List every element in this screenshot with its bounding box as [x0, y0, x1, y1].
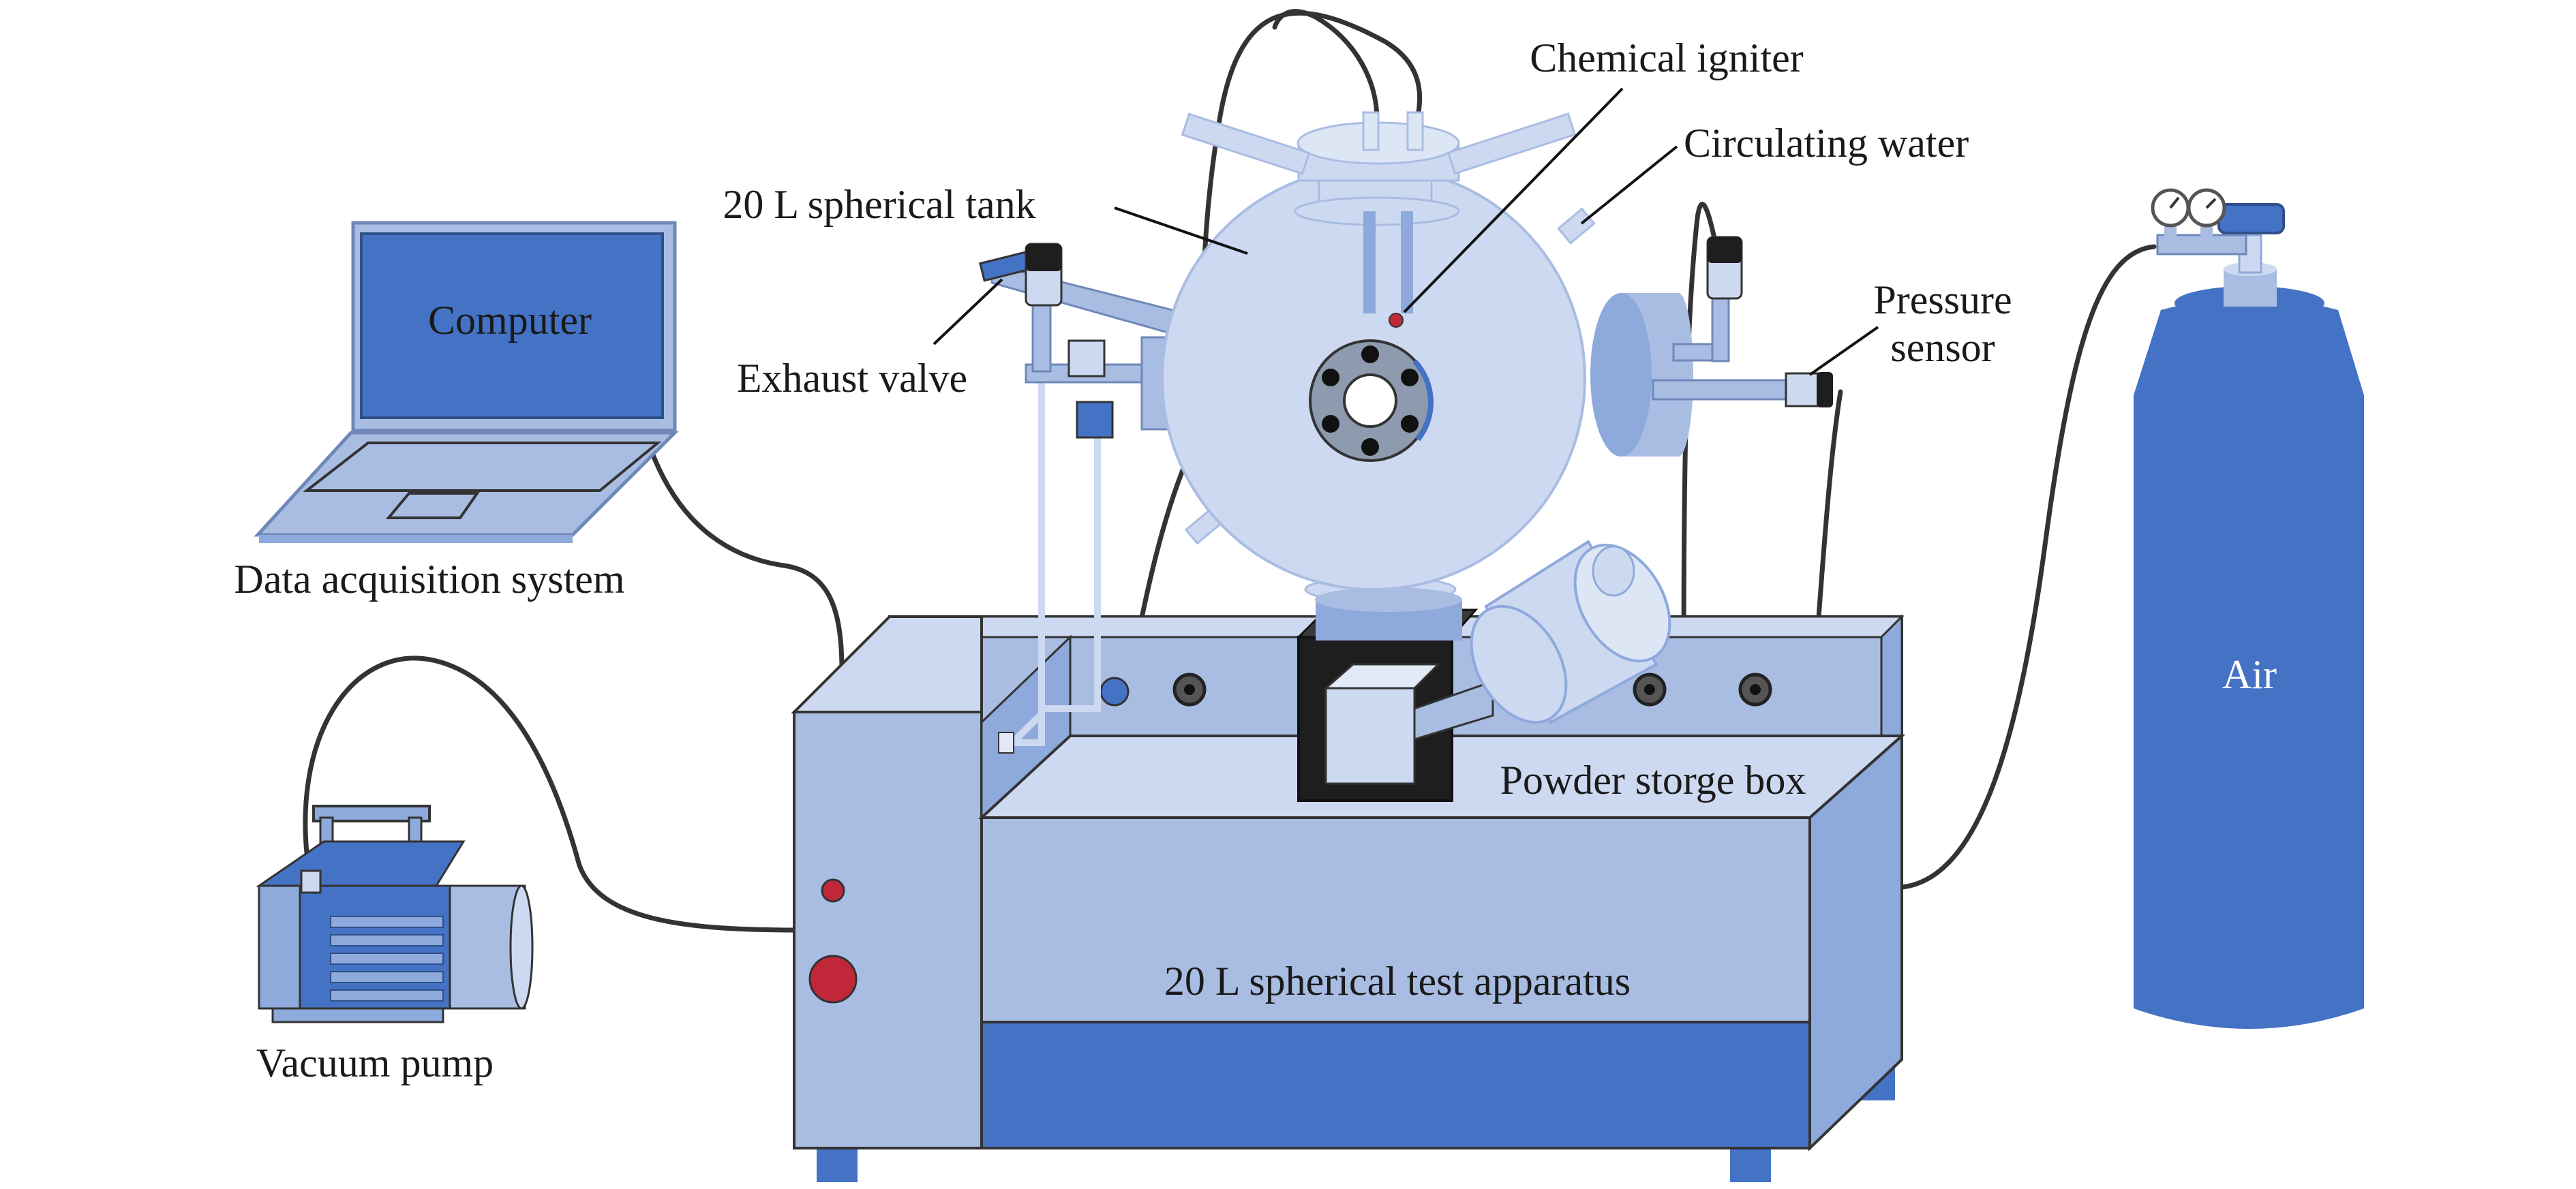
cylinder-cap — [1592, 545, 1635, 597]
pressure-sensor-leader — [1808, 326, 1879, 376]
circulating-water-nozzle — [1557, 207, 1596, 245]
dispersion-cylinder — [1470, 540, 1671, 724]
cable-computer-to-apparatus — [648, 447, 845, 674]
pump-side-panel — [258, 884, 301, 1010]
pump-handle — [312, 805, 431, 822]
spherical-tank-label: 20 L spherical tank — [723, 182, 1035, 227]
powder-storage-label: Powder storge box — [1500, 758, 1806, 803]
pressure-sensor-label-line1: Pressure — [1873, 277, 2012, 322]
data-acquisition-label: Data acquisition system — [234, 557, 624, 602]
viewport-rim — [1412, 359, 1434, 442]
vacuum-pump-label: Vacuum pump — [256, 1040, 494, 1085]
flange-valve-pipe-v — [1711, 288, 1730, 362]
gas-pipe-outlet — [998, 732, 1014, 754]
powder-box-inner — [1324, 687, 1416, 785]
cable-vacuum-pump — [303, 655, 800, 933]
viewport-window — [1343, 373, 1397, 428]
right-flange-face — [1590, 293, 1652, 457]
big-red-button[interactable] — [808, 955, 858, 1004]
flange-valve-cap — [1708, 237, 1742, 263]
pump-base — [271, 1007, 444, 1023]
air-cylinder: Air — [2134, 188, 2364, 1029]
regulator-valve-wheel[interactable] — [2217, 203, 2285, 234]
foot-front-right — [1730, 1148, 1771, 1182]
gas-pipe-front — [1007, 709, 1045, 746]
lid-arm-left — [1181, 112, 1311, 175]
exhaust-vertical-pipe — [1031, 295, 1052, 373]
apparatus-back-right-side — [1880, 614, 1903, 737]
pump-motor-end — [509, 884, 534, 1010]
circulating-water-label: Circulating water — [1684, 121, 1969, 166]
exhaust-valve-cap — [1026, 244, 1061, 271]
valve-cube-2[interactable] — [1076, 401, 1114, 439]
exhaust-arm — [990, 263, 1174, 335]
pump-body-top — [256, 840, 466, 887]
chemical-igniter-label: Chemical igniter — [1530, 35, 1804, 80]
exhaust-valve-label: Exhaust valve — [737, 356, 967, 401]
lid-port-2 — [1406, 111, 1424, 151]
chemical-igniter — [1389, 313, 1404, 328]
right-flange-back — [1663, 293, 1693, 457]
pressure-sensor-pipe — [1652, 379, 1798, 401]
control-tower-top — [791, 615, 983, 713]
test-apparatus: 20 L spherical test apparatus — [791, 614, 1906, 1182]
small-red-button[interactable] — [821, 878, 845, 903]
spherical-tank — [1161, 111, 1833, 591]
test-apparatus-label: 20 L spherical test apparatus — [1164, 959, 1631, 1004]
air-cylinder-body — [2134, 298, 2364, 1029]
tank-neck-bottom — [1294, 196, 1460, 226]
vacuum-pump[interactable] — [256, 805, 534, 1023]
exhaust-valve-leader — [933, 278, 1003, 345]
spherical-tank-leader — [1114, 206, 1248, 255]
laptop-touchpad — [385, 492, 480, 519]
computer-label: Computer — [428, 298, 592, 343]
cable-air-cylinder — [1899, 244, 2157, 890]
pump-cooling-fins — [330, 916, 444, 1002]
laptop-keyboard — [303, 442, 662, 492]
pedestal-base-top — [1315, 587, 1462, 612]
lid-port-1 — [1362, 111, 1380, 151]
igniter-rod-1 — [1363, 211, 1376, 313]
socket-blue[interactable] — [1100, 677, 1130, 707]
viewport-bolts — [1322, 345, 1419, 456]
control-tower-front — [793, 711, 983, 1149]
chemical-igniter-leader — [1403, 87, 1624, 313]
exhaust-pipe-2 — [1042, 436, 1101, 712]
valve-cube-1[interactable] — [1067, 339, 1106, 377]
laptop-screen — [360, 232, 664, 419]
powder-box-inner-top — [1323, 663, 1441, 690]
lid-arm-right — [1446, 112, 1577, 175]
main-body-drawer — [980, 1021, 1811, 1149]
pump-port — [300, 869, 322, 894]
pressure-sensor-label-line2: sensor — [1890, 325, 1995, 370]
laptop-base-edge — [259, 535, 573, 543]
cylinder-end-bottom — [1470, 604, 1568, 724]
computer[interactable]: Computer — [254, 221, 680, 543]
main-body-front — [980, 816, 1811, 1023]
pressure-sensor-cap — [1817, 372, 1833, 407]
igniter-rod-2 — [1401, 211, 1413, 313]
powder-box-pipe — [1413, 679, 1494, 741]
main-body-right-side — [1808, 732, 1903, 1152]
cable-top-loop-2 — [1272, 9, 1380, 122]
foot-front-left — [817, 1148, 858, 1182]
air-label: Air — [2222, 652, 2277, 697]
circulating-water-leader — [1580, 145, 1678, 225]
